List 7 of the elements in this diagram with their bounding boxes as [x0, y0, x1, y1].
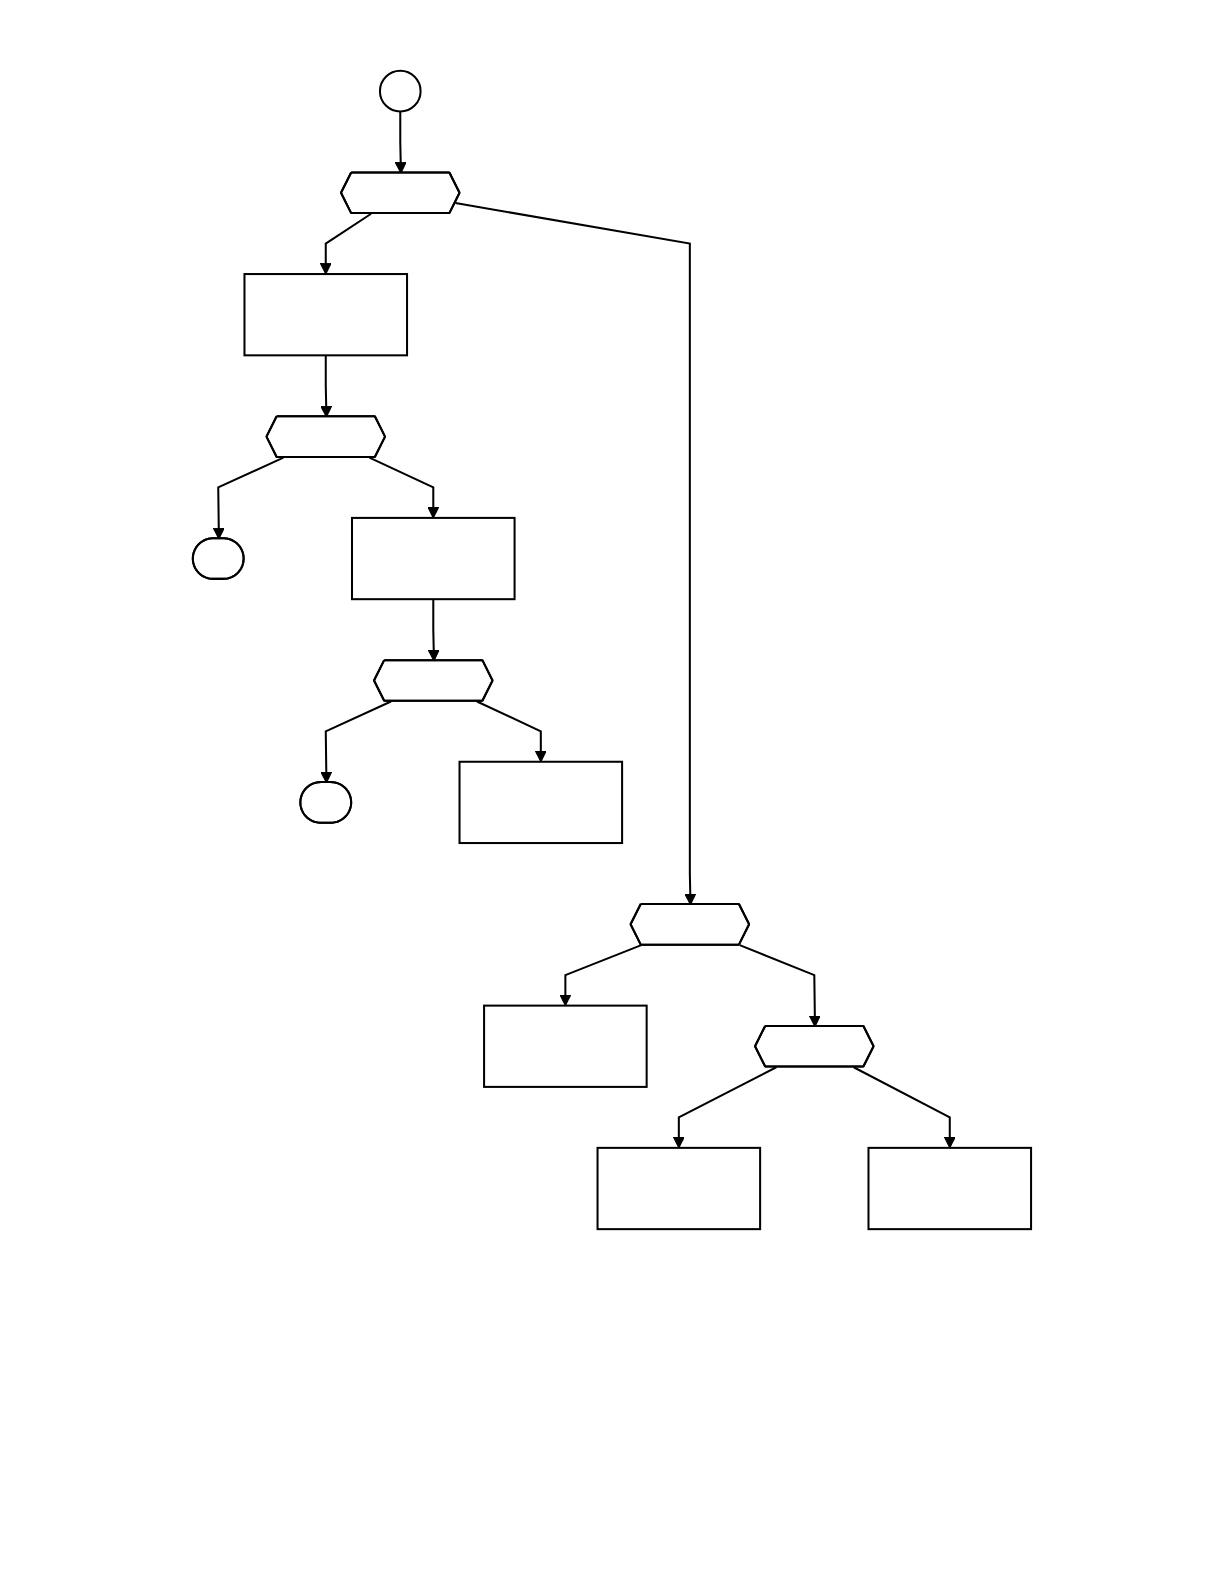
node-box — [596, 1146, 762, 1231]
node-box — [243, 273, 409, 357]
node-box — [867, 1146, 1033, 1231]
node-box — [458, 760, 624, 845]
node-box — [483, 1004, 648, 1088]
node-box — [351, 516, 516, 601]
node-circle — [379, 69, 422, 113]
